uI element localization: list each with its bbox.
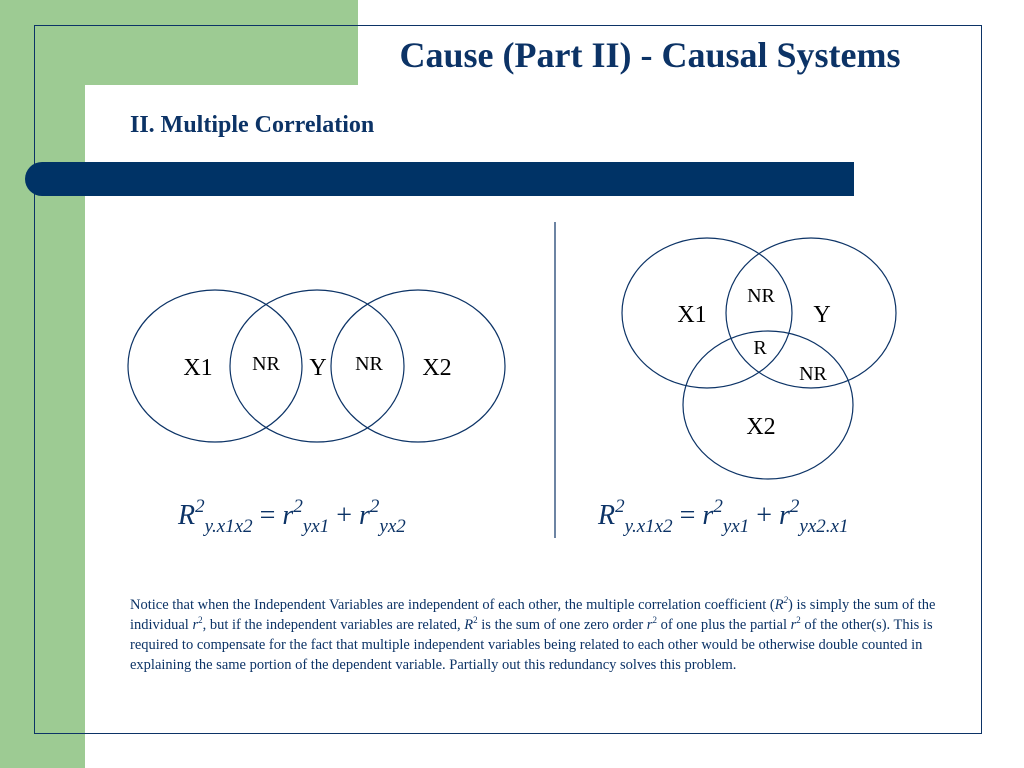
formula-plus: + [756,500,772,531]
note-sup: 2 [652,615,657,625]
formula-plus: + [336,500,352,531]
formula-r1-sup: 2 [713,496,723,517]
note-text: of the other(s). This is required to com… [130,617,933,673]
circle-x1-right [621,237,793,389]
formula-r1: r [702,500,714,531]
slide-title: Cause (Part II) - Causal Systems [399,35,901,75]
label-nr2-left: NR [355,353,383,375]
note-sup: 2 [796,615,801,625]
label-nr1-left: NR [252,353,280,375]
circle-x1-left [127,289,303,443]
explanation-text: Notice that when the Independent Variabl… [130,595,938,675]
label-x1-left: X1 [183,355,212,381]
circle-x2-right [682,330,854,480]
green-top-band [0,0,358,85]
formula-R-sup: 2 [615,496,625,517]
formula-r2-sub: yx2.x1 [799,516,849,537]
formula-r2-sup: 2 [789,496,800,517]
formula-left: R2y.x1x2 = r2yx1 + r2yx2 [178,496,406,538]
slide-frame [34,25,982,734]
label-nr-right: NR [799,363,827,385]
formula-R-sup: 2 [195,496,205,517]
note-text: ) is simply the sum of the individual [130,597,936,633]
note-r: r [646,617,653,633]
green-side-band [0,0,85,768]
formula-r2-sup: 2 [369,496,380,517]
note-r: r [192,617,199,633]
formula-r1: r [282,500,294,531]
formula-R: R [178,500,196,531]
formula-r1-sub: yx1 [302,516,330,537]
formula-equals: = [679,500,696,531]
label-r-right: R [753,337,767,359]
formula-R-sub: y.x1x2 [204,516,253,537]
note-r: r [790,617,797,633]
formula-r1-sup: 2 [293,496,303,517]
note-R: R [774,597,784,613]
note-sup: 2 [198,615,203,625]
label-x2-right: X2 [746,414,775,440]
note-sup: 2 [473,615,478,625]
note-text: , but if the independent variables are r… [202,617,465,633]
formula-R-sub: y.x1x2 [624,516,673,537]
formula-r2: r [359,500,370,531]
label-x2-left: X2 [422,355,451,381]
circle-y-left [229,289,405,443]
formula-r2-sub: yx2 [379,516,406,537]
circle-x2-left [330,289,506,443]
section-heading: II. Multiple Correlation [130,112,375,138]
note-R: R [464,617,474,633]
label-x1-right: X1 [677,302,706,328]
accent-bar [25,162,854,196]
formula-equals: = [259,500,276,531]
label-y-left: Y [309,355,326,381]
note-sup: 2 [783,595,789,605]
label-y-right: Y [813,302,830,328]
note-text: Notice that when the Independent Variabl… [130,597,775,613]
formula-right: R2y.x1x2 = r2yx1 + r2yx2.x1 [598,496,848,538]
circle-y-right [725,237,897,389]
note-text: is the sum of one zero order [477,617,647,633]
formula-r2: r [779,500,790,531]
formula-r1-sub: yx1 [722,516,750,537]
note-text: of one plus the partial [656,617,791,633]
label-nr-top-right: NR [747,285,775,307]
formula-R: R [598,500,616,531]
